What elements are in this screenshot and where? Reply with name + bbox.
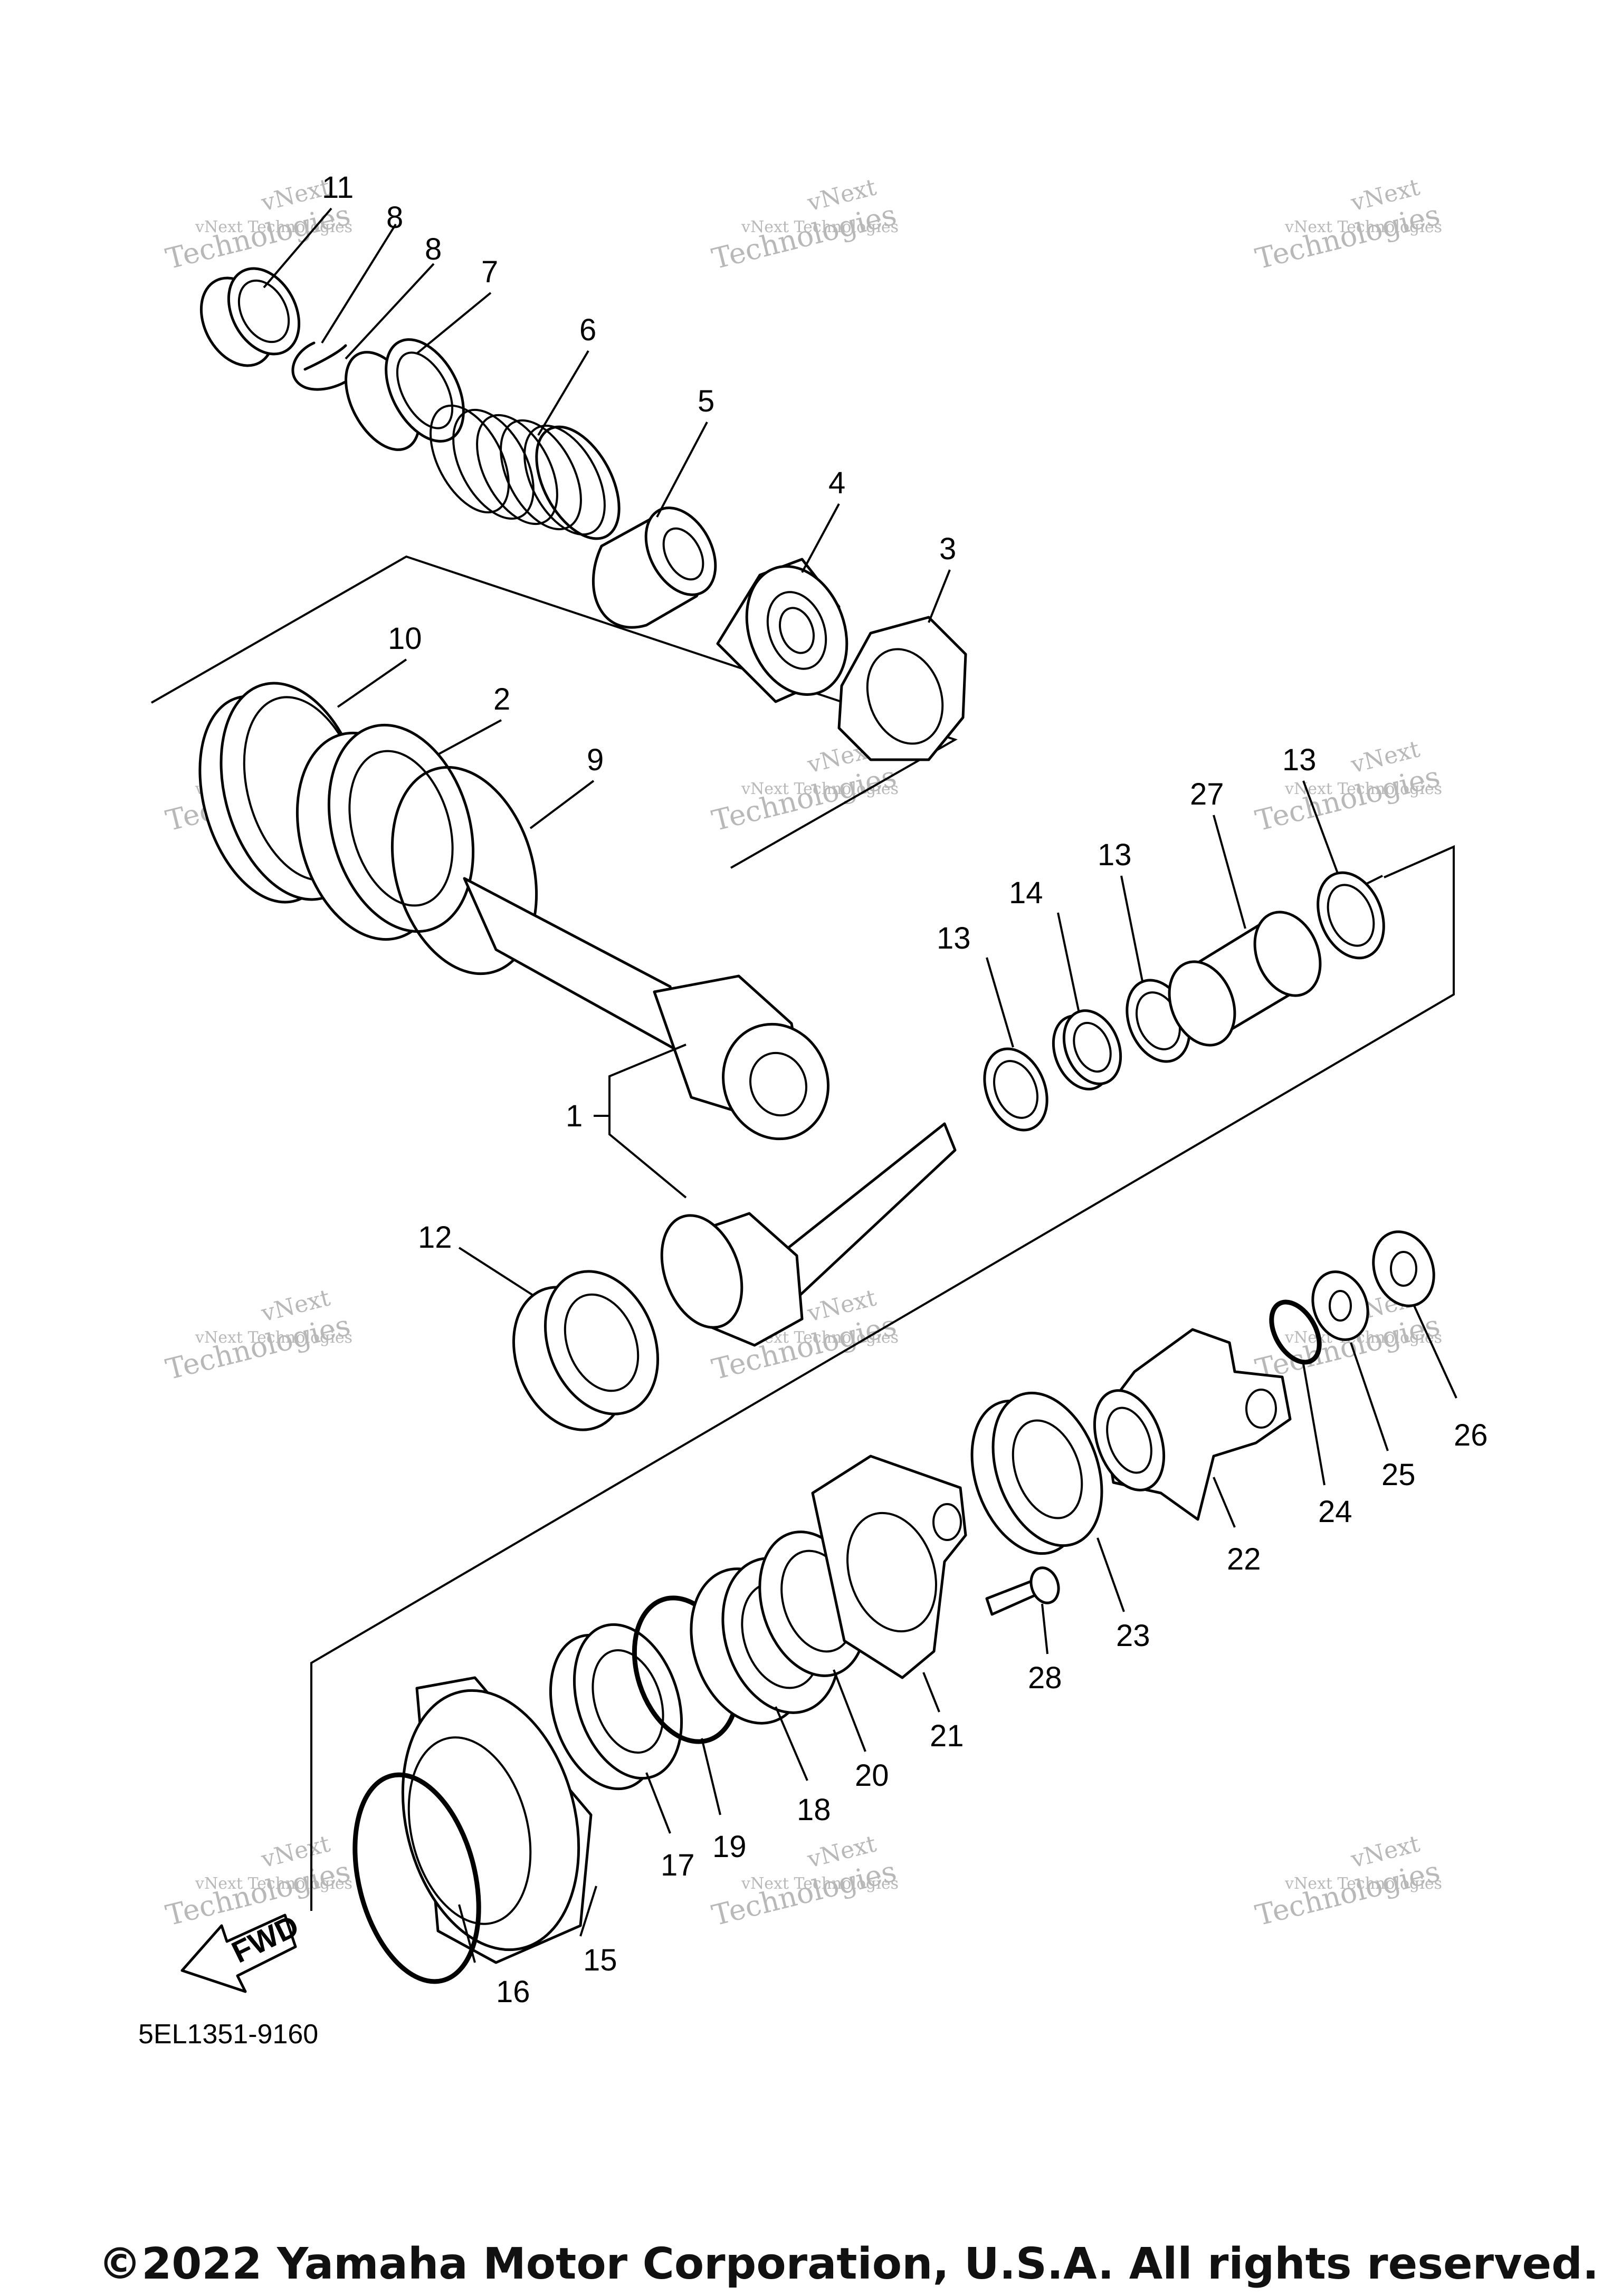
- callout-13-left: 13: [937, 921, 971, 955]
- callout-17: 17: [661, 1848, 695, 1882]
- callout-6: 6: [579, 313, 596, 347]
- watermark: vNext Technologies vNext Technologies: [163, 1284, 354, 1386]
- callout-23: 23: [1116, 1619, 1150, 1653]
- bearing-17: [549, 1623, 683, 1791]
- watermark: vNext Technologies vNext Technologies: [709, 174, 900, 275]
- svg-text:Technologies: Technologies: [1252, 760, 1443, 838]
- callout-5: 5: [698, 384, 714, 418]
- callout-13-mid: 13: [1098, 838, 1132, 872]
- collar-7: [345, 338, 465, 451]
- callout-22: 22: [1227, 1542, 1261, 1576]
- callout-16: 16: [496, 1975, 530, 2009]
- callout-12: 12: [418, 1220, 452, 1255]
- dog-clutch-5: [592, 506, 717, 629]
- callout-11: 11: [322, 170, 354, 205]
- o-ring-24: [1269, 1299, 1322, 1365]
- callout-18: 18: [797, 1793, 831, 1827]
- callout-14: 14: [1009, 876, 1043, 910]
- callout-19: 19: [712, 1830, 747, 1864]
- bevel-gear-4: [716, 558, 848, 703]
- callout-1: 1: [566, 1099, 583, 1133]
- svg-text:vNext Technologies: vNext Technologies: [195, 218, 352, 236]
- callout-21: 21: [930, 1719, 964, 1753]
- circlip-9: [390, 766, 538, 975]
- callout-7: 7: [481, 255, 498, 289]
- shim-13-c: [1317, 871, 1385, 960]
- bracket-21: [811, 1455, 967, 1679]
- group-outline-right: [310, 845, 1455, 1911]
- svg-text:vNext Technologies: vNext Technologies: [741, 1874, 899, 1893]
- watermark: vNext Technologies vNext Technologies: [1252, 735, 1443, 837]
- callout-24: 24: [1318, 1495, 1352, 1529]
- callout-28: 28: [1028, 1661, 1062, 1695]
- svg-text:Technologies: Technologies: [1252, 198, 1443, 276]
- svg-text:Technologies: Technologies: [163, 198, 354, 276]
- callouts: 11 8 8 7 6 5 4 3 10 2 9 13 27 13 14 13 1…: [322, 170, 1488, 2009]
- nut-26: [1372, 1230, 1435, 1307]
- callout-8-upper: 8: [386, 200, 403, 235]
- callout-25: 25: [1381, 1458, 1416, 1492]
- callout-13-right: 13: [1282, 743, 1317, 777]
- watermark: vNext Technologies vNext Technologies: [163, 1830, 354, 1932]
- diagram-reference-code: 5EL1351-9160: [138, 2019, 319, 2050]
- watermark: vNext Technologies vNext Technologies: [1252, 1830, 1443, 1932]
- driven-gear-shaft-1: [660, 1122, 957, 1347]
- svg-text:vNext Technologies: vNext Technologies: [1284, 780, 1442, 798]
- yoke-22: [1093, 1328, 1292, 1521]
- callout-27: 27: [1190, 777, 1224, 811]
- shim-13-a: [983, 1047, 1048, 1132]
- callout-4: 4: [828, 466, 845, 500]
- callout-15: 15: [583, 1943, 617, 1977]
- housing-15: [401, 1676, 593, 1964]
- callout-2: 2: [493, 682, 510, 716]
- callout-8-lower: 8: [425, 232, 442, 266]
- callout-20: 20: [855, 1758, 889, 1793]
- callout-3: 3: [939, 532, 956, 566]
- nut-3: [837, 616, 967, 761]
- callout-26: 26: [1454, 1418, 1488, 1452]
- collar-27: [1168, 911, 1322, 1047]
- svg-text:vNext Technologies: vNext Technologies: [741, 780, 899, 798]
- leader-lines: [263, 207, 1457, 1963]
- bearing-14: [1052, 1009, 1122, 1090]
- washer-25: [1311, 1270, 1369, 1341]
- bearing-2: [295, 723, 475, 941]
- svg-text:Technologies: Technologies: [1252, 1854, 1443, 1933]
- svg-text:Technologies: Technologies: [709, 1854, 900, 1933]
- watermark: vNext Technologies vNext Technologies: [1252, 174, 1443, 275]
- bolt-28: [985, 1566, 1060, 1616]
- group-outline-upper: [151, 555, 958, 869]
- svg-text:Technologies: Technologies: [163, 1854, 354, 1933]
- callout-10: 10: [388, 621, 422, 656]
- copyright-notice: ©2022 Yamaha Motor Corporation, U.S.A. A…: [98, 2239, 1599, 2289]
- callout-9: 9: [587, 743, 604, 777]
- needle-bearing-11: [199, 267, 301, 367]
- svg-text:vNext Technologies: vNext Technologies: [741, 218, 899, 236]
- needle-bearing-12: [512, 1270, 660, 1431]
- drive-pinion-shaft-1: [463, 877, 829, 1141]
- o-ring-16: [352, 1772, 481, 1984]
- svg-text:vNext Technologies: vNext Technologies: [195, 1874, 352, 1893]
- svg-text:vNext Technologies: vNext Technologies: [195, 1328, 352, 1347]
- svg-text:vNext Technologies: vNext Technologies: [1284, 1874, 1442, 1893]
- svg-text:Technologies: Technologies: [709, 198, 900, 276]
- gear-23: [970, 1391, 1103, 1555]
- spring-6: [430, 404, 621, 540]
- svg-text:Technologies: Technologies: [163, 1308, 354, 1386]
- svg-text:vNext Technologies: vNext Technologies: [1284, 218, 1442, 236]
